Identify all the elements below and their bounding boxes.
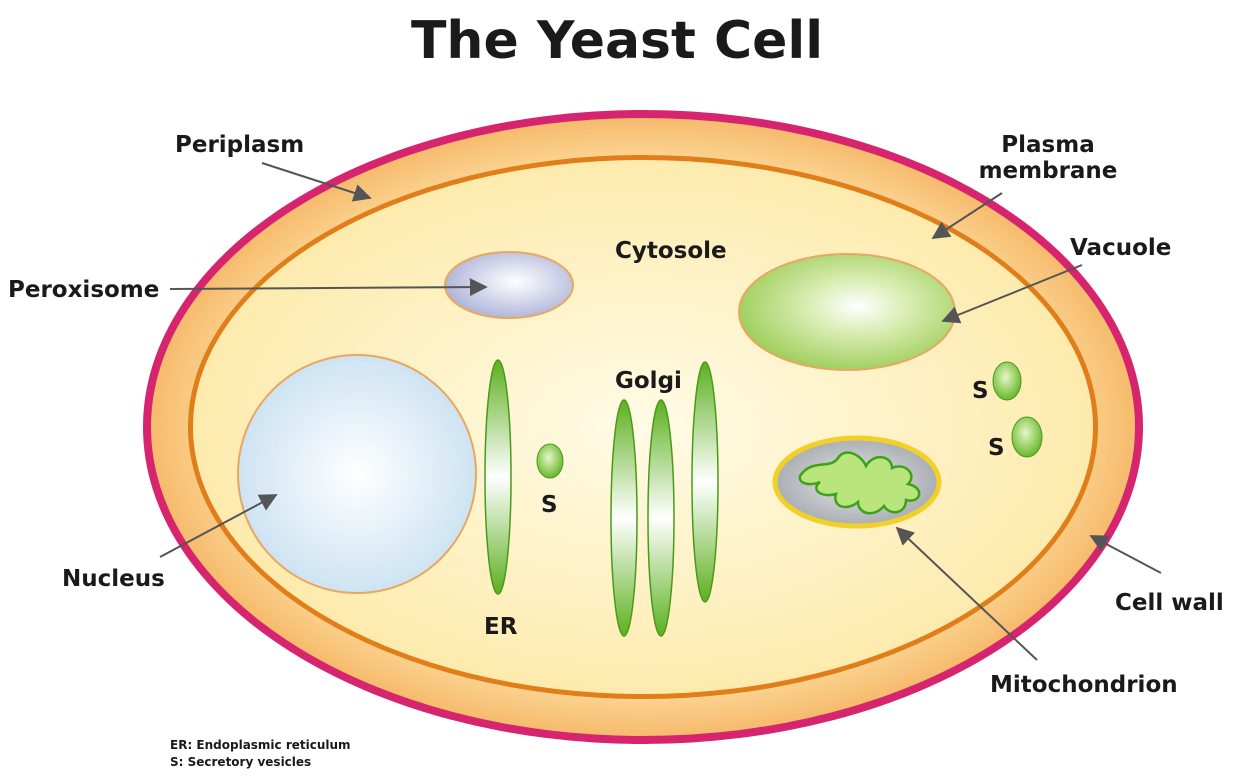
golgi-cisterna [611,400,637,636]
label-cytosole: Cytosole [615,238,727,264]
label-vacuole: Vacuole [1070,235,1171,261]
secretory-vesicle [993,362,1021,400]
label-nucleus: Nucleus [62,566,165,592]
label-secretory-vesicle-3: S [541,492,558,518]
label-periplasm: Periplasm [175,132,304,158]
golgi-apparatus [611,362,718,636]
legend-entry: ER: Endoplasmic reticulum [170,738,351,752]
label-secretory-vesicle-1: S [972,378,989,404]
vacuole [739,254,955,370]
golgi-cisterna [692,362,718,602]
golgi-cisterna [648,400,674,636]
secretory-vesicle [1012,417,1042,457]
label-secretory-vesicle-2: S [988,435,1005,461]
mitochondrion [775,438,939,526]
cell-wall-arrow [1091,536,1161,573]
legend: ER: Endoplasmic reticulum S: Secretory v… [170,738,351,769]
label-plasma-membrane-line1: Plasma [1001,132,1094,158]
endoplasmic-reticulum [485,360,511,594]
label-cell-wall: Cell wall [1115,590,1224,616]
label-er: ER [484,614,518,640]
nucleus [238,355,476,593]
secretory-vesicle [537,444,563,478]
label-peroxisome: Peroxisome [8,277,159,303]
peroxisome [445,252,573,318]
legend-entry: S: Secretory vesicles [170,755,311,769]
label-golgi: Golgi [615,368,682,394]
page-title: The Yeast Cell [411,11,823,71]
label-mitochondrion: Mitochondrion [990,672,1178,698]
label-plasma-membrane-line2: membrane [979,158,1118,184]
